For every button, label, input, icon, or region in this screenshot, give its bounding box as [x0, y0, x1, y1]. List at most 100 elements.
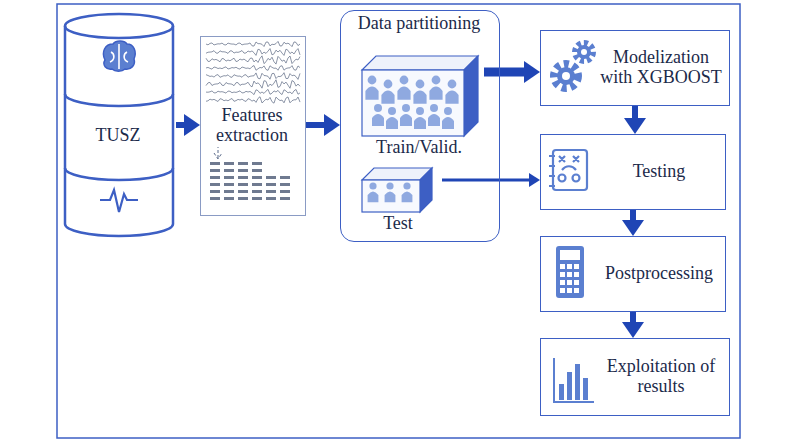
calculator-key — [574, 288, 579, 293]
person-head — [400, 76, 409, 85]
calculator-key — [567, 280, 572, 285]
data-cube: Test — [356, 167, 442, 237]
feature-cell — [210, 169, 220, 172]
node-label: Test — [383, 214, 413, 234]
person-head — [368, 76, 377, 85]
feature-cell — [224, 183, 234, 186]
process-box: Exploitation of results — [540, 338, 730, 416]
flow-arrow — [306, 122, 324, 128]
feature-cell — [280, 197, 290, 200]
feature-cell — [224, 162, 234, 165]
process-box: Features extraction — [200, 36, 306, 216]
feature-cell — [238, 190, 248, 193]
feature-cell — [210, 176, 220, 179]
process-box: Modelization with XGBOOST — [540, 30, 730, 106]
feature-cell — [238, 176, 248, 179]
group-box: Data partitioningTrain/Valid. Test — [340, 10, 500, 242]
person-body — [428, 114, 440, 126]
calculator-icon — [556, 246, 584, 298]
feature-cell — [238, 169, 248, 172]
gears-icon — [562, 72, 570, 80]
person-head — [403, 182, 410, 189]
process-box: Postprocessing — [540, 236, 726, 312]
test-cube — [362, 168, 432, 212]
person-body — [445, 91, 458, 104]
eeg-trace — [206, 89, 300, 94]
test-cube — [420, 168, 432, 212]
gears-icon — [554, 64, 578, 88]
flow-arrow — [484, 68, 524, 77]
calculator-key — [567, 264, 572, 269]
node-label: Train/Valid. — [376, 138, 462, 158]
person-head — [388, 107, 396, 115]
feature-matrix — [210, 162, 290, 200]
notepad-icon — [559, 156, 579, 162]
test-cube — [362, 180, 420, 212]
node-label: Postprocessing — [605, 264, 713, 284]
eeg-trace — [206, 49, 300, 56]
cylinder-ring — [65, 168, 173, 180]
notepad-icon — [573, 175, 580, 182]
eeg-trace — [206, 80, 300, 88]
feature-cell — [238, 183, 248, 186]
node-label: TUSZ — [96, 126, 141, 146]
person-body — [365, 87, 378, 100]
notepad-icon — [549, 150, 587, 190]
calculator-key — [560, 272, 565, 277]
person-head — [432, 76, 441, 85]
person-head — [416, 107, 424, 115]
feature-cell — [266, 197, 276, 200]
feature-cell — [224, 197, 234, 200]
node-label: Exploitation of results — [599, 357, 723, 397]
bar-chart-icon — [554, 358, 594, 402]
node-label: Features extraction — [205, 105, 299, 147]
person-body — [400, 114, 412, 126]
eeg-trace — [206, 56, 300, 64]
feature-cell — [252, 183, 262, 186]
feature-cell — [266, 183, 276, 186]
brain-icon — [103, 41, 135, 71]
feature-cell — [252, 169, 262, 172]
person-body — [397, 87, 410, 100]
person-body — [413, 91, 426, 104]
group-heading: Data partitioning — [358, 14, 480, 34]
train-cube — [362, 70, 464, 136]
person-head — [384, 80, 393, 89]
notepad-icon — [559, 175, 566, 182]
person-body — [402, 191, 413, 202]
bar-chart-icon — [583, 378, 588, 400]
flow-arrow — [630, 210, 636, 220]
person-body — [372, 114, 384, 126]
person-head — [369, 182, 376, 189]
train-cube — [464, 56, 478, 136]
person-head — [430, 104, 438, 112]
feature-cell — [252, 176, 262, 179]
flow-arrow — [176, 122, 184, 128]
feature-cell — [224, 169, 234, 172]
calculator-key — [574, 264, 579, 269]
person-head — [416, 80, 425, 89]
flow-arrow — [632, 106, 638, 118]
calculator-key — [560, 288, 565, 293]
train-cube — [362, 56, 478, 136]
cylinder-ring — [65, 94, 173, 106]
person-body — [442, 117, 454, 129]
heartbeat-icon — [100, 190, 138, 212]
node-label: Modelization with XGBOOST — [599, 48, 723, 88]
gears-icon — [581, 49, 587, 55]
calculator-key — [567, 288, 572, 293]
person-head — [444, 107, 452, 115]
gears-icon — [554, 43, 593, 88]
feature-cell — [252, 190, 262, 193]
bar-chart-icon — [559, 384, 564, 400]
feature-cell — [210, 190, 220, 193]
feature-cell — [280, 190, 290, 193]
person-body — [386, 117, 398, 129]
person-head — [374, 104, 382, 112]
feature-cell — [280, 183, 290, 186]
gears-icon — [577, 45, 591, 59]
brain-icon — [110, 44, 128, 69]
feature-cell — [224, 190, 234, 193]
bar-chart-icon — [554, 358, 594, 402]
feature-cell — [238, 197, 248, 200]
